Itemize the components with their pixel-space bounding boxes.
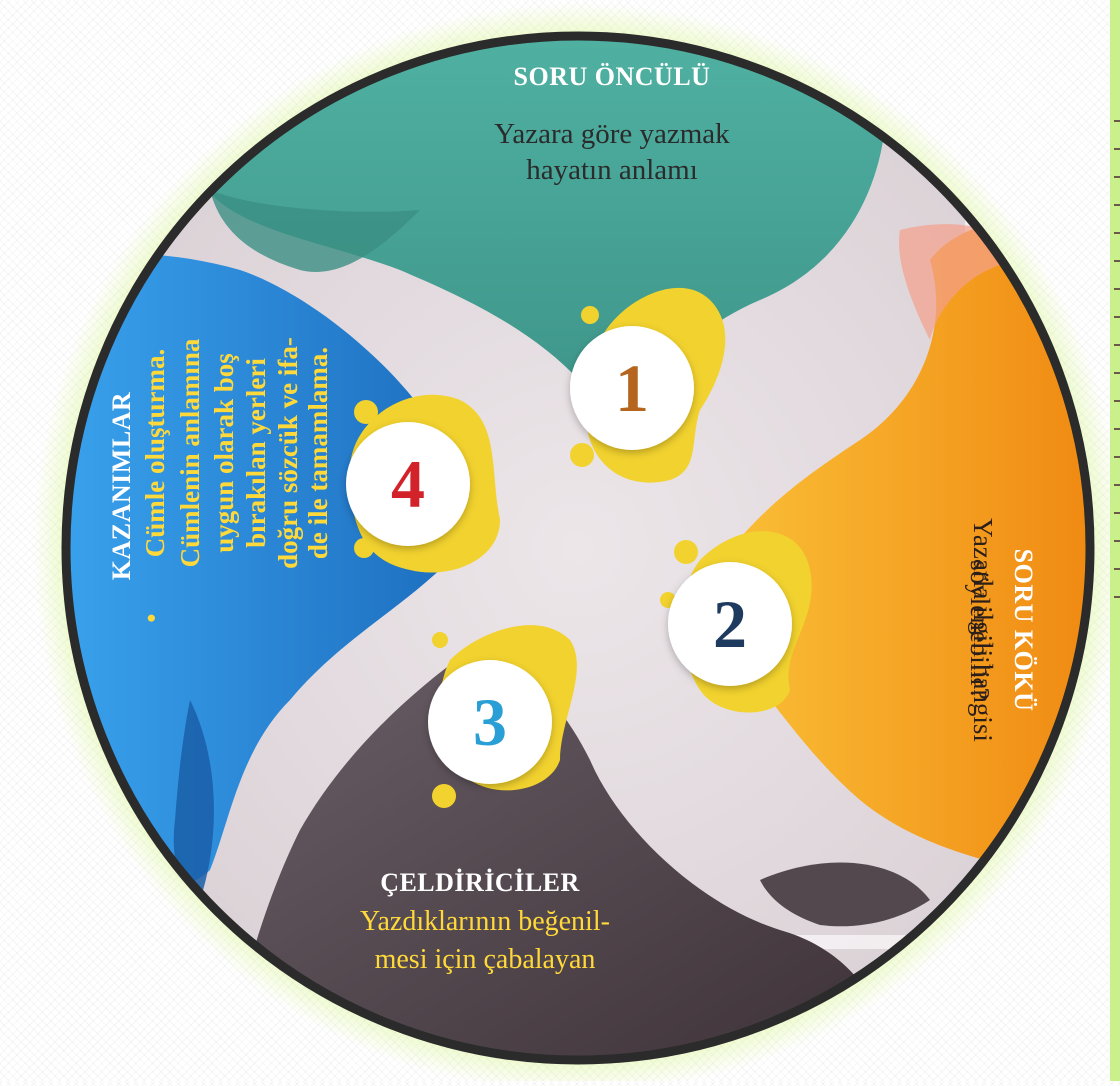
segment-4-line-6: de ile tamamlama. — [303, 346, 333, 560]
badge-2-number: 2 — [713, 586, 747, 662]
segment-1-text-line2: hayatın anlamı — [526, 154, 698, 186]
segment-2-shape — [690, 216, 1090, 881]
segment-2-text-line2: söylenebilir? — [965, 560, 995, 700]
segment-3-text-line1: Yazdıklarının beğenil- — [360, 906, 610, 937]
segment-1-text-line1: Yazara göre yazmak — [494, 118, 730, 150]
outer-ring — [61, 31, 1095, 1065]
segment-1-fold — [210, 190, 420, 272]
badge-1-number: 1 — [615, 350, 649, 426]
segment-2-title: SORU KÖKÜ — [1009, 548, 1038, 712]
segment-4-line-1: Cümle oluşturma. — [140, 348, 170, 558]
segment-3-fold — [760, 862, 930, 927]
segment-4-title: KAZANIMLAR — [107, 391, 136, 581]
badge-3-circle — [428, 660, 552, 784]
right-edge-marks — [1114, 120, 1120, 620]
segment-4-line-3: uygun olarak boş — [209, 353, 239, 553]
segment-4-shape — [66, 253, 450, 890]
badge-4-number: 4 — [391, 446, 425, 522]
segment-4-line-4: bırakılan yerleri — [241, 358, 271, 548]
badge-1-circle — [570, 326, 694, 450]
segment-3-title: ÇELDİRİCİLER — [380, 868, 580, 897]
segment-1-title: SORU ÖNCÜLÜ — [513, 62, 711, 91]
badge-4-circle — [346, 422, 470, 546]
segment-4-bullet: • — [137, 613, 166, 623]
badge-3-number: 3 — [473, 684, 507, 760]
segment-3-shape — [230, 650, 900, 1060]
segment-4-line-5: doğru sözcük ve ifa- — [273, 337, 303, 569]
badge-2-circle — [668, 562, 792, 686]
segment-4-fold — [173, 700, 214, 900]
segment-4-line-2: Cümlenin anlamına — [175, 338, 205, 568]
segment-3-text-line2: mesi için çabalayan — [374, 944, 596, 975]
